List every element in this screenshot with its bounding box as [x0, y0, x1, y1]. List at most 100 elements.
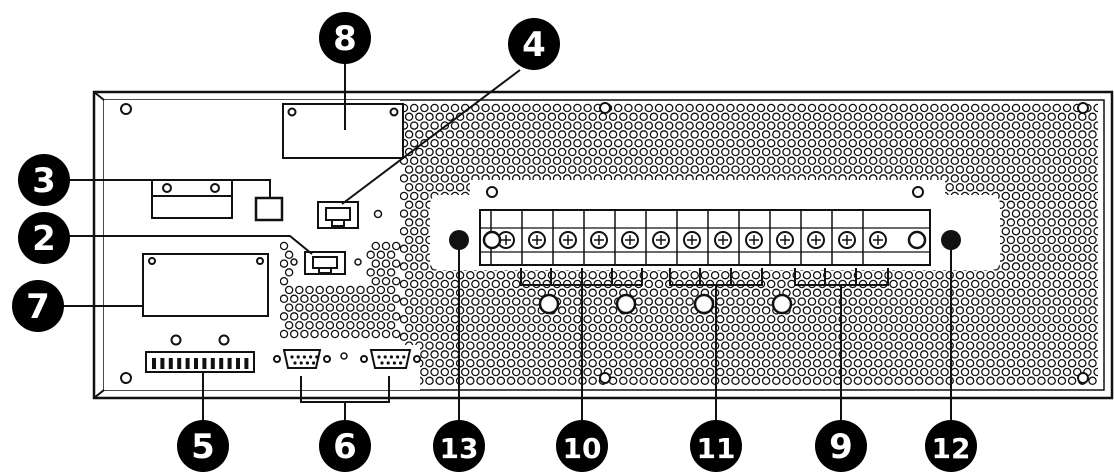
vent-hole	[654, 138, 664, 148]
vent-hole	[874, 341, 883, 350]
vent-hole	[404, 112, 414, 122]
vent-hole	[976, 112, 985, 122]
vent-hole	[996, 147, 1005, 157]
vent-hole	[391, 294, 401, 304]
vent-hole	[843, 112, 852, 122]
vent-hole	[376, 320, 386, 330]
vent-hole	[460, 297, 470, 306]
vent-hole	[894, 165, 903, 174]
vent-hole	[1078, 341, 1087, 350]
vent-hole	[1042, 350, 1051, 359]
vent-hole	[1093, 191, 1098, 201]
vent-hole	[1021, 191, 1031, 201]
grounding-bolt-left	[449, 230, 502, 250]
vent-hole	[1083, 121, 1092, 130]
vent-hole	[1047, 288, 1056, 298]
callout-9: 9	[815, 420, 867, 472]
vent-hole	[731, 358, 740, 368]
vent-hole	[415, 112, 424, 122]
callout-12: 12	[925, 420, 977, 472]
vent-hole	[1062, 226, 1072, 236]
vent-hole	[746, 156, 756, 166]
vent-hole	[812, 147, 822, 157]
vent-hole	[812, 165, 822, 174]
vent-hole	[914, 147, 924, 157]
vent-hole	[914, 130, 924, 139]
vent-hole	[619, 358, 628, 368]
vent-hole	[547, 341, 557, 350]
vent-hole	[552, 350, 562, 359]
vent-hole	[670, 165, 679, 174]
vent-hole	[654, 121, 664, 130]
network-port-lower[interactable]	[304, 251, 346, 275]
vent-hole	[532, 156, 541, 166]
vent-hole	[649, 112, 659, 122]
vent-hole	[879, 156, 888, 166]
vent-hole	[680, 112, 689, 122]
vent-hole	[552, 332, 562, 342]
terminal-pin	[244, 358, 249, 369]
network-port-upper[interactable]	[317, 201, 359, 229]
vent-hole	[1072, 191, 1082, 201]
vent-hole	[960, 138, 970, 148]
vent-hole	[1006, 218, 1016, 227]
vent-hole	[1011, 279, 1021, 289]
vent-hole	[629, 323, 638, 333]
vent-hole	[1011, 244, 1021, 254]
vent-hole	[634, 350, 643, 359]
vent-hole	[960, 279, 970, 289]
vent-hole	[1057, 358, 1067, 368]
vent-hole	[486, 376, 495, 386]
vent-hole	[1042, 191, 1051, 201]
vent-hole	[527, 376, 536, 386]
vent-hole	[838, 138, 847, 148]
vent-hole	[1032, 332, 1041, 342]
vent-hole	[335, 320, 345, 330]
vent-hole	[629, 376, 638, 386]
vent-hole	[817, 156, 827, 166]
vent-hole	[986, 341, 995, 350]
vent-hole	[1016, 270, 1026, 280]
port-screw	[340, 352, 348, 360]
terminal-block-small[interactable]	[145, 334, 255, 373]
vent-hole	[848, 103, 858, 113]
vent-hole	[736, 297, 745, 306]
vent-hole	[848, 314, 858, 324]
vent-hole	[476, 112, 485, 122]
vent-hole	[629, 341, 638, 350]
vent-hole	[935, 306, 944, 315]
vent-hole	[415, 200, 424, 210]
vent-hole	[284, 320, 294, 330]
vent-hole	[904, 341, 914, 350]
vent-hole	[409, 174, 419, 183]
vent-hole	[1032, 103, 1041, 113]
vent-hole	[1067, 112, 1077, 122]
vent-hole	[588, 341, 597, 350]
vent-hole	[542, 103, 552, 113]
vent-hole	[404, 235, 414, 245]
vent-hole	[1062, 174, 1072, 183]
vent-hole	[1047, 200, 1056, 210]
vent-hole	[1027, 376, 1036, 386]
vent-hole	[930, 138, 939, 148]
vent-hole	[1011, 103, 1021, 113]
vent-hole	[879, 103, 888, 113]
vent-hole	[547, 376, 557, 386]
dry-contact-switch[interactable]	[254, 196, 284, 222]
vent-hole	[695, 350, 705, 359]
serial-port-left[interactable]	[273, 349, 331, 369]
vent-hole	[1027, 165, 1036, 174]
vent-hole	[945, 306, 954, 315]
vent-hole	[797, 156, 807, 166]
vent-hole	[537, 358, 546, 368]
vent-hole	[511, 103, 521, 113]
vent-hole	[761, 306, 771, 315]
vent-hole	[654, 156, 664, 166]
vent-hole	[420, 103, 429, 113]
vent-hole	[420, 121, 429, 130]
vent-hole	[919, 121, 929, 130]
vent-hole	[1088, 306, 1097, 315]
vent-hole	[409, 314, 419, 324]
vent-hole	[721, 270, 730, 280]
vent-hole	[511, 138, 521, 148]
